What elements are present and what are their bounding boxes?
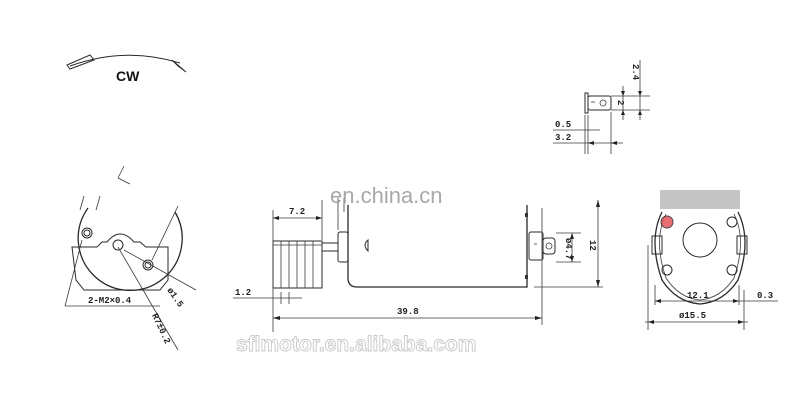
ext-line-a [95, 195, 101, 211]
end-diameter-label: ø15.5 [679, 311, 706, 321]
arrow-icon [273, 216, 279, 220]
radius-leader [117, 246, 179, 351]
terminal-length-label: 3.2 [555, 133, 571, 143]
hole-leader-2 [151, 205, 179, 261]
arrow-icon [648, 320, 654, 324]
rotation-arrow-head-icon [171, 59, 187, 73]
front-outer-circle [77, 207, 183, 291]
highlight-marker [660, 215, 674, 229]
arrow-icon [738, 320, 744, 324]
rotation-arrow-tail-icon [66, 54, 95, 70]
front-body-outline [71, 233, 169, 291]
terminal-detail: 2 2.4 0.5 3.2 [553, 60, 650, 154]
arrow-icon [733, 299, 739, 303]
hole-leader [123, 249, 197, 291]
terminal-hole [545, 242, 553, 250]
terminal-flange [584, 92, 589, 114]
watermark-bottom: sflmotor.en.alibaba.com [236, 333, 476, 356]
top-leader [117, 165, 125, 179]
arrow-icon [570, 256, 574, 262]
terminal-width-b-label: 2 [615, 100, 625, 105]
arrow-icon [535, 316, 542, 320]
ext-line-b [79, 195, 85, 211]
rotation-label: CW [116, 68, 140, 84]
arrow-icon [638, 91, 642, 96]
arrow-icon [638, 110, 642, 115]
top-leader-2 [117, 177, 131, 185]
side-view: 7.2 1.2 39.8 ø4.7 12 [233, 198, 603, 332]
end-hole-br [726, 264, 738, 276]
front-view: ø1.5 2-M2×0.4 R7±0.2 [64, 165, 197, 351]
shaft [321, 242, 339, 252]
arrow-icon [621, 110, 625, 115]
end-view: 12.1 0.3 ø15.5 [645, 190, 778, 330]
end-tab-top [525, 213, 528, 217]
mount-hole-right [142, 259, 154, 271]
arrow-icon [273, 316, 280, 320]
end-terminal-right [736, 235, 748, 255]
bearing-boss [337, 231, 349, 263]
terminal-detail-hole [599, 99, 607, 107]
mount-hole-left-inner [83, 229, 91, 237]
arrow-icon [611, 141, 617, 145]
end-offset-label: 0.3 [757, 291, 773, 301]
arrow-icon [570, 233, 574, 239]
arrow-icon [588, 141, 594, 145]
arrow-icon [655, 299, 661, 303]
terminal-width-a-label: 2.4 [630, 64, 640, 81]
terminal-hole-label: ø4.7 [563, 238, 573, 260]
height-label: 12 [587, 240, 597, 251]
arrow-icon [596, 280, 600, 287]
arrow-icon [596, 200, 600, 207]
terminal-tab [542, 237, 556, 255]
watermark-top: en.china.cn [330, 183, 443, 208]
motor-body [347, 205, 528, 288]
arrow-icon [621, 91, 625, 96]
end-terminal-left [651, 235, 663, 255]
terminal-base [528, 231, 544, 261]
counterweight [272, 240, 323, 289]
counterweight-gap-label: 1.2 [235, 288, 251, 298]
terminal-thickness-label: 0.5 [555, 120, 571, 130]
overall-length-label: 39.8 [397, 307, 419, 317]
end-hole-bl [661, 264, 673, 276]
end-view-gray-band [660, 190, 740, 209]
end-tab-bottom [525, 275, 528, 279]
rotation-arc [69, 54, 181, 67]
hole-diameter-label: ø1.5 [165, 286, 186, 309]
terminal-blade [587, 95, 612, 111]
mount-hole-left [81, 227, 93, 239]
front-shaft [112, 239, 124, 251]
end-width-label: 12.1 [687, 291, 709, 301]
arrow-icon [316, 216, 322, 220]
thread-spec-label: 2-M2×0.4 [88, 296, 132, 306]
counterweight-length-label: 7.2 [289, 207, 305, 217]
end-view-bearing [682, 222, 718, 258]
radius-label: R7±0.2 [149, 312, 172, 346]
end-view-outline [654, 211, 746, 305]
thread-leader-left [64, 239, 83, 307]
rotation-direction-indicator: CW [66, 54, 187, 84]
end-hole-tr [726, 216, 738, 228]
